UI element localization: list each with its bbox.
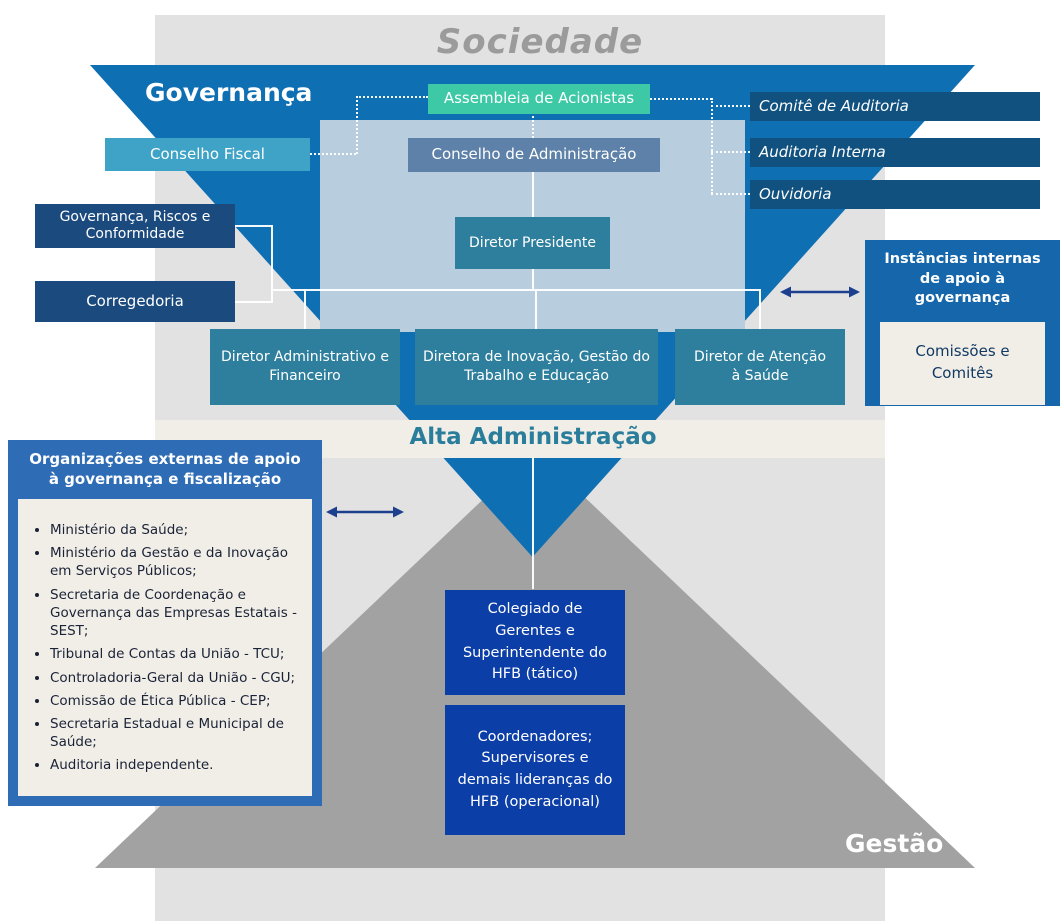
diretor-administrativo-box: Diretor Administrativo e Financeiro bbox=[210, 329, 400, 405]
connector-line bbox=[711, 193, 750, 195]
connector-line bbox=[535, 289, 537, 330]
governanca-label: Governança bbox=[145, 78, 313, 107]
connector-line bbox=[532, 269, 534, 290]
diretora-inovacao-box: Diretora de Inovação, Gestão do Trabalho… bbox=[415, 329, 658, 405]
connector-line bbox=[310, 153, 356, 155]
instancias-internas-title: Instâncias internas de apoio à governanç… bbox=[884, 251, 1041, 307]
sociedade-title: Sociedade bbox=[436, 22, 644, 62]
organizacoes-externas-body: Ministério da Saúde; Ministério da Gestão… bbox=[18, 499, 312, 796]
instancias-internas-panel: Instâncias internas de apoio à governanç… bbox=[865, 240, 1060, 406]
external-org-item: Secretaria de Coordenação e Governança d… bbox=[50, 586, 300, 641]
diretor-atencao-saude-box: Diretor de Atenção à Saúde bbox=[675, 329, 845, 405]
double-arrow-icon bbox=[326, 506, 404, 518]
connector-line bbox=[711, 98, 713, 194]
connector-line bbox=[532, 112, 534, 138]
connector-line bbox=[650, 98, 712, 100]
connector-line bbox=[271, 225, 273, 303]
external-org-item: Tribunal de Contas da União - TCU; bbox=[50, 645, 300, 663]
organizacoes-externas-panel: Organizações externas de apoio à governa… bbox=[8, 440, 322, 806]
gestao-label: Gestão bbox=[845, 829, 944, 858]
connector-line bbox=[235, 301, 272, 303]
external-org-item: Controladoria-Geral da União - CGU; bbox=[50, 669, 300, 687]
connector-line bbox=[356, 96, 428, 98]
connector-line bbox=[759, 289, 761, 330]
connector-line bbox=[271, 289, 760, 291]
external-org-list: Ministério da Saúde; Ministério da Gestão… bbox=[18, 499, 312, 790]
governanca-riscos-conformidade-box: Governança, Riscos e Conformidade bbox=[35, 204, 235, 248]
conselho-fiscal-box: Conselho Fiscal bbox=[105, 138, 310, 171]
connector-line bbox=[711, 151, 750, 153]
connector-line bbox=[356, 96, 358, 154]
coordenadores-supervisores-box: Coordenadores; Supervisores e demais lid… bbox=[445, 705, 625, 835]
organizacoes-externas-title: Organizações externas de apoio à governa… bbox=[29, 450, 301, 488]
assembleia-acionistas-box: Assembleia de Acionistas bbox=[428, 84, 650, 114]
comite-auditoria-box: Comitê de Auditoria bbox=[750, 92, 1040, 121]
external-org-item: Ministério da Saúde; bbox=[50, 521, 300, 539]
alta-administracao-label: Alta Administração bbox=[409, 424, 657, 450]
ouvidoria-box: Ouvidoria bbox=[750, 180, 1040, 209]
colegiado-gerentes-box: Colegiado de Gerentes e Superintendente … bbox=[445, 590, 625, 695]
comissoes-comites-box: Comissões e Comitês bbox=[880, 321, 1045, 405]
connector-line bbox=[532, 172, 534, 217]
external-org-item: Ministério da Gestão e da Inovação em Se… bbox=[50, 544, 300, 580]
connector-line bbox=[532, 458, 534, 589]
diretor-presidente-box: Diretor Presidente bbox=[455, 217, 610, 269]
conselho-administracao-box: Conselho de Administração bbox=[408, 138, 660, 172]
connector-line bbox=[304, 289, 306, 330]
double-arrow-icon bbox=[780, 286, 860, 298]
external-org-item: Comissão de Ética Pública - CEP; bbox=[50, 692, 300, 710]
connector-line bbox=[711, 105, 750, 107]
corregedoria-box: Corregedoria bbox=[35, 281, 235, 322]
external-org-item: Secretaria Estadual e Municipal de Saúde… bbox=[50, 715, 300, 751]
connector-line bbox=[235, 225, 272, 227]
auditoria-interna-box: Auditoria Interna bbox=[750, 138, 1040, 167]
external-org-item: Auditoria independente. bbox=[50, 756, 300, 774]
